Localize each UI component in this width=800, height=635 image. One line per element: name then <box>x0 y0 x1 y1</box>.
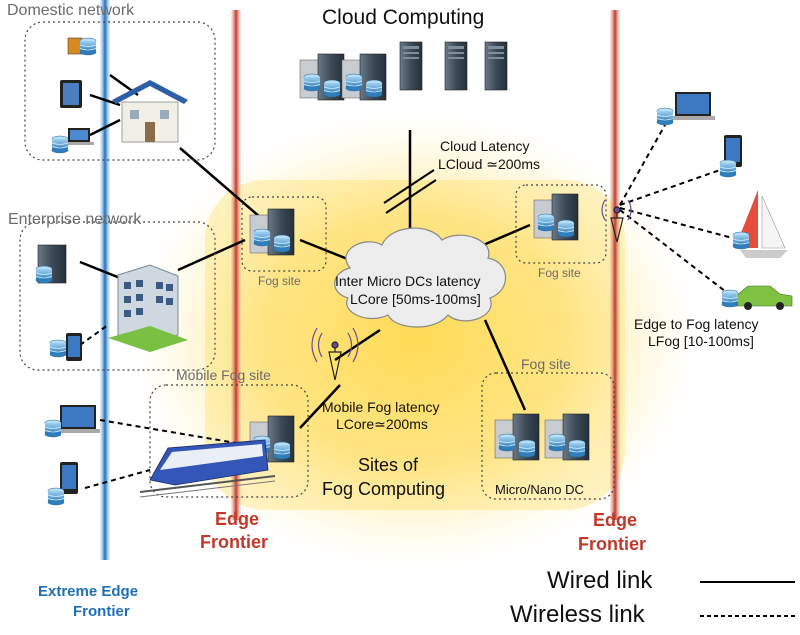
enterprise-server-icon <box>35 244 67 284</box>
edge-frontier-right-line1: Edge <box>593 510 638 530</box>
mobile-fog-latency-value: LCore≃200ms <box>336 416 428 432</box>
sailboat-icon <box>732 190 788 258</box>
antenna-tower-icon-right <box>601 199 632 243</box>
mobile-fog-site-box <box>149 384 309 498</box>
domestic-network-label: Domestic network <box>7 2 135 19</box>
inter-dc-latency-value: LCore [50ms-100ms] <box>350 291 481 307</box>
enterprise-network-label: Enterprise network <box>8 211 142 228</box>
sites-of-fog-line2: Fog Computing <box>322 479 446 499</box>
extreme-edge-frontier-line <box>100 0 110 560</box>
sites-of-fog-line1: Sites of <box>358 455 419 475</box>
fog-site-right-server <box>534 194 578 240</box>
fog-site-right-label: Fog site <box>538 266 581 280</box>
edge-to-fog-latency-title: Edge to Fog latency <box>634 316 759 332</box>
edge-frontier-left-line1: Edge <box>215 509 260 529</box>
edge-frontier-left-line2: Frontier <box>200 532 269 552</box>
wireless-links <box>79 124 741 489</box>
mobile-fog-latency-title: Mobile Fog latency <box>322 399 440 415</box>
laptop-icon-domestic <box>51 128 94 154</box>
fog-site-bottom-label: Fog site <box>521 356 571 372</box>
laptop-icon-mobile <box>44 405 100 438</box>
domestic-server-icon <box>67 37 97 56</box>
edge-frontier-line-left <box>231 10 241 520</box>
house-icon <box>112 80 188 143</box>
fog-site-left-box <box>241 196 327 272</box>
micro-nano-dc-label: Micro/Nano DC <box>495 482 584 497</box>
fog-site-left-server <box>250 209 294 255</box>
inter-dc-latency-title: Inter Micro DCs latency <box>335 273 481 289</box>
antenna-tower-icon <box>311 327 359 381</box>
train-icon <box>139 439 276 498</box>
legend-wired-label: Wired link <box>547 567 653 594</box>
edge-frontier-line-right <box>610 10 620 520</box>
office-building-icon <box>108 264 188 352</box>
latency-break-mark <box>383 169 437 214</box>
grouping-boxes <box>19 21 615 500</box>
fog-site-bottom-box <box>481 372 615 500</box>
extreme-edge-line1: Extreme Edge <box>38 583 139 600</box>
mobile-fog-site-label: Mobile Fog site <box>176 367 271 383</box>
cloud-computing-title: Cloud Computing <box>322 6 485 29</box>
smartphone-icon-enterprise <box>49 333 82 361</box>
edge-frontier-right-line2: Frontier <box>578 534 647 554</box>
extreme-edge-line2: Frontier <box>73 603 130 620</box>
smartphone-icon-mobile <box>47 462 78 506</box>
laptop-icon-right <box>656 92 715 126</box>
enterprise-network-box <box>19 221 216 371</box>
network-cloud-icon <box>334 227 507 328</box>
edge-to-fog-latency-value: LFog [10-100ms] <box>648 333 754 349</box>
cloud-datacenter-servers <box>300 41 508 100</box>
cloud-latency-title: Cloud Latency <box>440 138 530 154</box>
legend-wireless-label: Wireless link <box>510 601 645 628</box>
car-icon <box>721 285 793 310</box>
fog-site-left-label: Fog site <box>258 274 301 288</box>
domestic-network-box <box>24 21 216 161</box>
cloud-latency-value: LCloud ≃200ms <box>438 156 541 172</box>
fog-site-right-box <box>515 184 607 264</box>
smartphone-icon-right <box>719 135 742 178</box>
